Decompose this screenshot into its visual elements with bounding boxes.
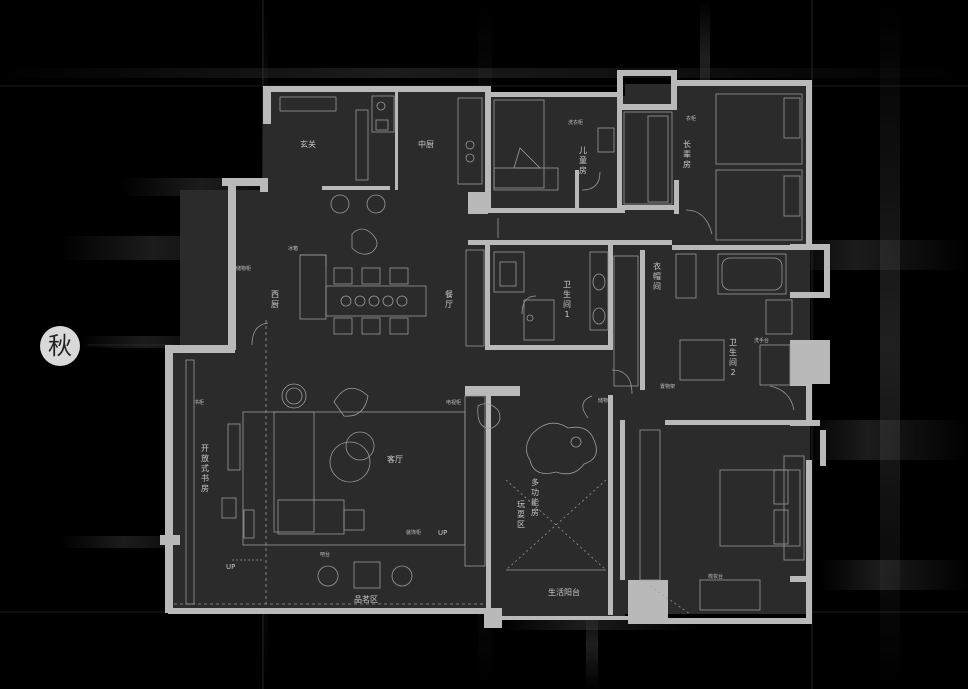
room-label-bath2: 卫生间2 bbox=[729, 338, 737, 377]
room-label-west-kitchen: 西厨 bbox=[271, 290, 279, 309]
room-label-kids-room: 儿童房 bbox=[579, 146, 587, 175]
furniture bbox=[174, 93, 805, 615]
annotation-tag: 衣柜 bbox=[686, 116, 697, 122]
annotation-tag: 冰箱 bbox=[288, 246, 299, 252]
room-label-play: 玩耍区 bbox=[517, 500, 525, 529]
bg-streak bbox=[820, 560, 968, 590]
room-label-balcony: 生活阳台 bbox=[548, 588, 580, 597]
annotation-tag: 电视柜 bbox=[446, 400, 462, 406]
annotation-tag: 梳妆台 bbox=[708, 574, 724, 580]
stair-up-mark: UP bbox=[226, 563, 236, 571]
annotation-tag: 装饰柜 bbox=[406, 530, 422, 536]
room-label-dining: 餐厅 bbox=[445, 290, 453, 309]
room-label-leisure: 品茗区 bbox=[354, 595, 378, 604]
annotation-tag: 洗手台 bbox=[754, 338, 770, 344]
room-label-living: 客厅 bbox=[387, 455, 403, 464]
room-label-elder-room: 长辈房 bbox=[683, 140, 691, 169]
annotation-tag: 书柜 bbox=[194, 400, 205, 406]
room-label-multi: 多功能房 bbox=[531, 478, 539, 517]
room-label-entrance: 玄关 bbox=[300, 140, 316, 149]
annotation-tag: 吧台 bbox=[320, 552, 331, 558]
bg-streak bbox=[880, 0, 900, 689]
bg-streak bbox=[700, 0, 710, 120]
bg-streak bbox=[0, 68, 968, 78]
walls bbox=[160, 70, 830, 628]
room-label-bath1: 卫生间1 bbox=[563, 280, 571, 319]
annotation-tag: 储物柜 bbox=[236, 266, 252, 272]
annotation-tag: 储物 bbox=[598, 398, 609, 404]
stair-up-mark: UP bbox=[438, 529, 448, 537]
bg-streak bbox=[800, 420, 968, 460]
season-badge: 秋 bbox=[40, 326, 80, 366]
floor-area bbox=[165, 84, 810, 616]
annotation-tag: 置物架 bbox=[660, 384, 676, 390]
annotation-tag: 洗衣柜 bbox=[568, 120, 584, 126]
bg-streak bbox=[500, 620, 700, 630]
room-label-study: 开放式书房 bbox=[201, 444, 209, 493]
room-label-cloak: 衣帽间 bbox=[653, 262, 661, 291]
room-label-kitchen: 中厨 bbox=[418, 140, 434, 149]
bg-streak bbox=[586, 600, 598, 689]
